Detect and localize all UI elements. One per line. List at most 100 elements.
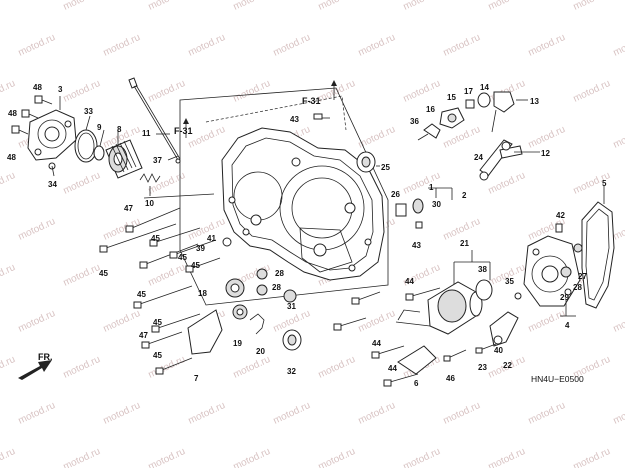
callout-45: 45 — [153, 351, 162, 360]
callout-39: 39 — [196, 244, 205, 253]
callout-43: 43 — [412, 241, 421, 250]
callout-8: 8 — [117, 125, 122, 134]
watermark-text: motod.ru — [232, 78, 272, 105]
watermark-text: motod.ru — [612, 124, 625, 151]
cover-4 — [523, 235, 581, 307]
watermark-text: motod.ru — [0, 170, 17, 197]
watermark-text: motod.ru — [62, 0, 102, 13]
callout-48: 48 — [7, 153, 16, 162]
watermark-text: motod.ru — [187, 400, 227, 427]
callout-45: 45 — [178, 253, 187, 262]
bearing-32 — [282, 329, 302, 351]
watermark-text: motod.ru — [572, 446, 612, 468]
washer-40 — [493, 335, 503, 345]
switch-assembly-16-15 — [417, 107, 465, 141]
bearing-25 — [356, 151, 376, 173]
bracket-7 — [187, 309, 223, 355]
callout-32: 32 — [287, 367, 296, 376]
callout-20: 20 — [256, 347, 265, 356]
watermark-text: motod.ru — [0, 446, 17, 468]
callout-1: 1 — [429, 183, 434, 192]
callout-3: 3 — [58, 85, 63, 94]
dipstick — [128, 77, 181, 164]
watermark-text: motod.ru — [612, 32, 625, 59]
right-crankcase-cover — [221, 127, 385, 281]
watermark-text: motod.ru — [487, 446, 527, 468]
watermark-text: motod.ru — [442, 32, 482, 59]
watermark-text: motod.ru — [17, 216, 57, 243]
dowel-43-mid — [415, 221, 423, 229]
diagram-code: HN4U−E0500 — [531, 374, 584, 384]
ref-label-f31-top: F-31 — [302, 96, 321, 106]
callout-28: 28 — [573, 283, 582, 292]
watermark-text: motod.ru — [357, 32, 397, 59]
shift-parts-17-14-13 — [465, 91, 515, 133]
gear-19 — [232, 304, 248, 320]
callout-33: 33 — [84, 107, 93, 116]
callout-45: 45 — [137, 290, 146, 299]
watermark-text: motod.ru — [187, 32, 227, 59]
small-parts-right — [514, 223, 583, 300]
watermark-text: motod.ru — [527, 400, 567, 427]
watermark-text: motod.ru — [17, 400, 57, 427]
watermark-text: motod.ru — [232, 446, 272, 468]
callout-19: 19 — [233, 339, 242, 348]
watermark-text: motod.ru — [102, 308, 142, 335]
callout-48: 48 — [8, 109, 17, 118]
seals-28-31 — [256, 268, 297, 303]
callout-47: 47 — [124, 204, 133, 213]
watermark-text: motod.ru — [62, 446, 102, 468]
callout-45: 45 — [151, 234, 160, 243]
watermark-text: motod.ru — [147, 170, 187, 197]
callout-31: 31 — [287, 302, 296, 311]
watermark-text: motod.ru — [442, 400, 482, 427]
callout-36: 36 — [410, 117, 419, 126]
callout-28: 28 — [272, 283, 281, 292]
watermark-text: motod.ru — [402, 0, 442, 13]
callout-7: 7 — [194, 374, 199, 383]
gasket-5 — [581, 201, 615, 309]
watermark-text: motod.ru — [62, 170, 102, 197]
watermark-text: motod.ru — [317, 446, 357, 468]
bolt-34 — [48, 162, 56, 177]
callout-44: 44 — [372, 339, 381, 348]
watermark-text: motod.ru — [147, 78, 187, 105]
watermark-text: motod.ru — [62, 262, 102, 289]
oil-filter-cover — [27, 109, 77, 161]
arm-12-24 — [479, 139, 523, 181]
callout-14: 14 — [480, 83, 489, 92]
bracket-6 — [397, 345, 437, 375]
callout-10: 10 — [145, 199, 154, 208]
callout-30: 30 — [432, 200, 441, 209]
ref-arrows — [183, 80, 337, 138]
callout-26: 26 — [391, 190, 400, 199]
watermark-text: motod.ru — [147, 0, 187, 13]
watermark-text: motod.ru — [487, 170, 527, 197]
callout-34: 34 — [48, 180, 57, 189]
callout-13: 13 — [530, 97, 539, 106]
watermark-text: motod.ru — [147, 446, 187, 468]
watermark-text: motod.ru — [62, 354, 102, 381]
seal-9 — [93, 145, 105, 161]
clip-20 — [249, 313, 265, 335]
spacers-26-30 — [395, 198, 424, 217]
callout-46: 46 — [446, 374, 455, 383]
callout-40: 40 — [494, 346, 503, 355]
watermark-text: motod.ru — [317, 0, 357, 13]
callout-labels: 48 48 48 3 33 9 8 34 11 37 10 47 45 45 4… — [7, 83, 607, 388]
watermark-text: motod.ru — [357, 400, 397, 427]
oil-filter — [105, 139, 143, 179]
callout-45: 45 — [99, 269, 108, 278]
bolts-44-23-46 — [333, 287, 497, 387]
watermark-text: motod.ru — [527, 32, 567, 59]
callout-4: 4 — [565, 321, 570, 330]
callout-45: 45 — [153, 318, 162, 327]
callout-25: 25 — [381, 163, 390, 172]
callout-18: 18 — [198, 289, 207, 298]
watermark-text: motod.ru — [232, 354, 272, 381]
callout-23: 23 — [478, 363, 487, 372]
group-outline-ref — [205, 95, 347, 131]
callout-43: 43 — [290, 115, 299, 124]
